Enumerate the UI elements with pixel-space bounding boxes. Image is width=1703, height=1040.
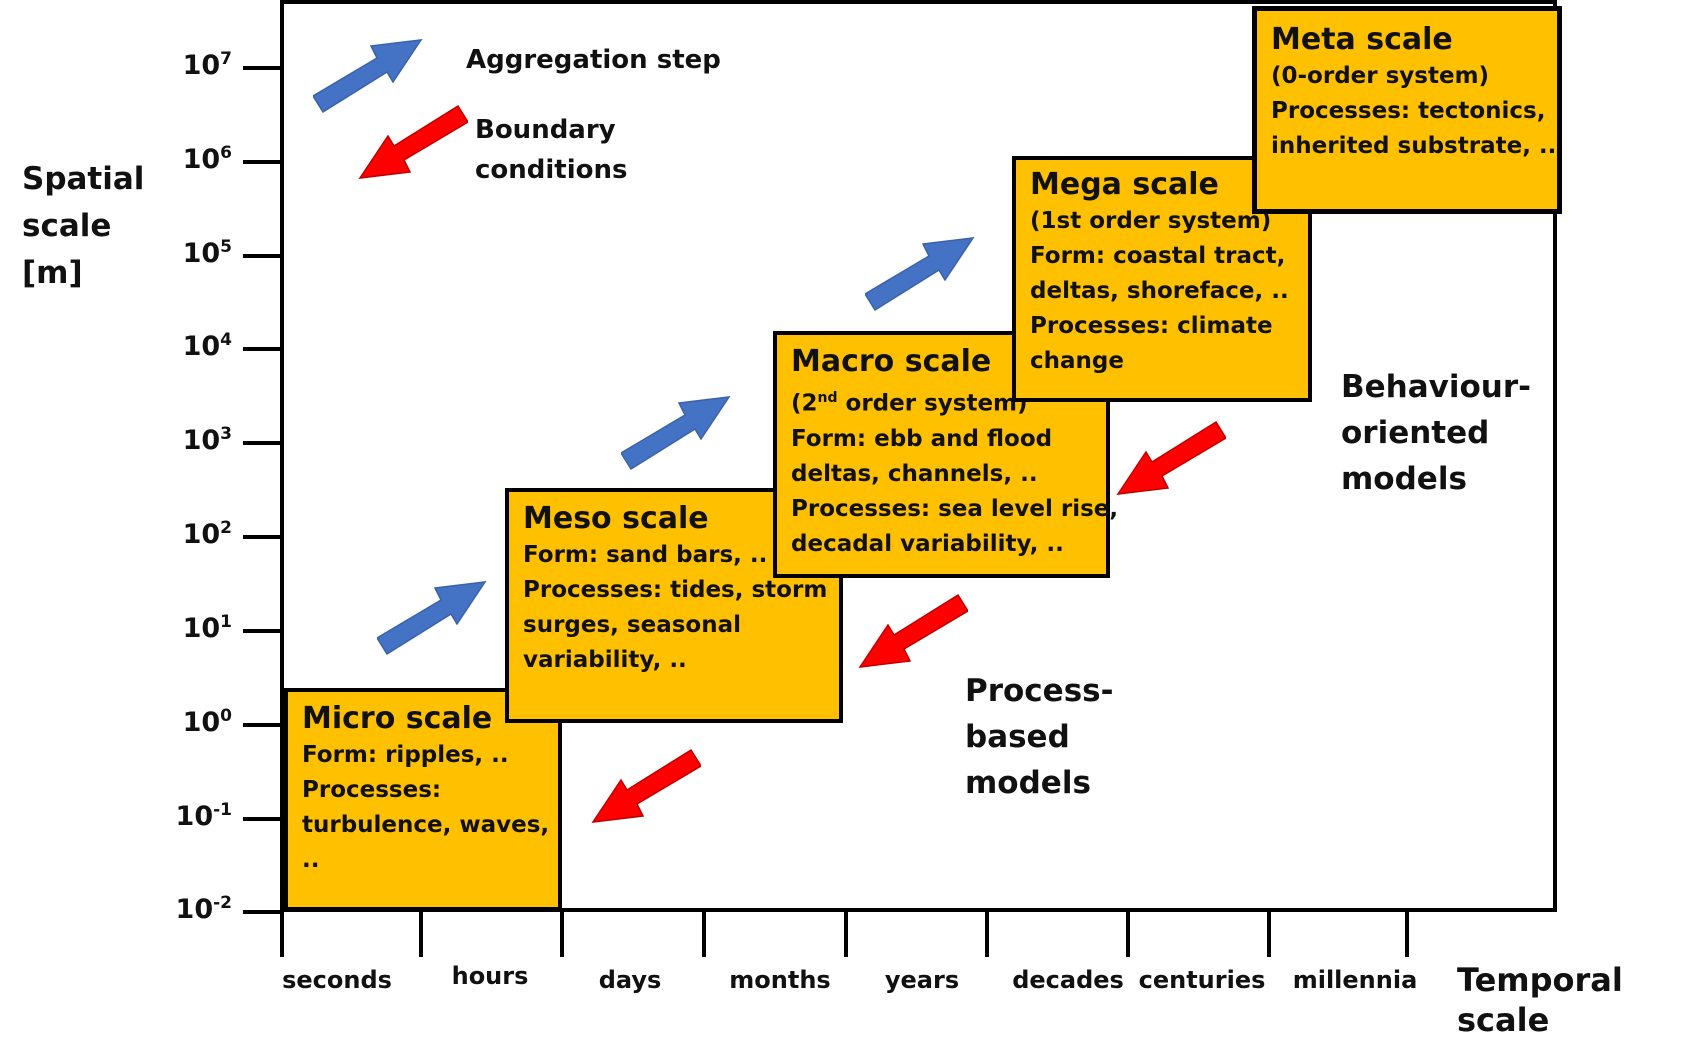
micro-scale-line: Processes: [302,777,442,803]
mega-scale-line: Form: coastal tract, [1030,243,1286,269]
x-tick-label: centuries [1138,966,1266,994]
x-tick-mark [560,912,564,957]
y-axis-title: Spatial scale [m] [22,156,144,297]
micro-scale-box: Micro scale Form: ripples, .. Processes:… [284,688,562,911]
y-tick-label: 102 [182,518,232,550]
y-tick-label: 103 [182,424,232,456]
aggregation-arrow-icon [621,396,731,471]
meta-scale-line: Processes: tectonics, [1271,98,1546,124]
y-axis-title-line: [m] [22,255,83,291]
process-based-models-label: Process- based models [965,668,1113,806]
meta-scale-box: Meta scale (0-order system) Processes: t… [1252,6,1562,214]
meso-scale-line: Processes: tides, storm [523,577,828,603]
x-tick-mark [844,912,848,957]
meso-scale-line: variability, .. [523,647,687,673]
x-tick-mark [985,912,989,957]
y-tick-mark [243,817,281,821]
x-tick-label: decades [1012,966,1124,994]
y-tick-mark [243,441,281,445]
x-tick-label: months [729,966,831,994]
y-tick-mark [243,347,281,351]
meta-scale-line: inherited substrate, .. [1271,133,1557,159]
aggregation-arrow-icon [865,237,975,312]
y-tick-mark [243,66,281,70]
x-tick-mark [280,912,284,957]
y-tick-label: 106 [182,143,232,175]
legend-boundary-label: Boundary conditions [475,110,628,190]
x-axis-title: Temporal scale [1457,961,1623,1039]
y-axis-title-line: Spatial [22,161,145,197]
boundary-arrow-icon [591,748,701,823]
x-tick-mark [419,912,423,957]
x-tick-label: seconds [282,966,392,994]
boundary-arrow-icon [358,104,468,179]
macro-scale-line: Form: ebb and flood [791,425,1053,452]
y-tick-mark [243,160,281,164]
macro-scale-line: deltas, channels, .. [791,460,1038,487]
aggregation-arrow-icon [377,581,487,656]
boundary-arrow-icon [858,593,968,668]
x-tick-label: days [598,966,662,994]
y-axis-title-line: scale [22,208,112,244]
meso-scale-line: surges, seasonal [523,612,741,638]
process-models-line: based [965,719,1070,755]
x-tick-mark [1126,912,1130,957]
process-models-line: models [965,765,1091,801]
y-tick-mark [243,254,281,258]
macro-scale-line: Processes: sea level rise, [791,495,1119,522]
meso-scale-box: Meso scale Form: sand bars, .. Processes… [505,488,843,723]
mega-scale-title: Mega scale [1030,167,1219,202]
y-tick-label: 105 [182,237,232,269]
mega-scale-line: Processes: climate [1030,313,1273,339]
meso-scale-title: Meso scale [523,501,709,536]
meta-scale-line: (0-order system) [1271,63,1490,89]
y-tick-label: 10-2 [175,893,232,925]
x-tick-label: millennia [1292,966,1418,994]
process-models-line: Process- [965,673,1114,709]
micro-scale-line: Form: ripples, .. [302,742,509,768]
x-tick-label: hours [451,962,529,990]
behaviour-models-line: oriented [1341,415,1490,451]
y-tick-mark [243,535,281,539]
x-tick-label: years [884,966,960,994]
y-tick-mark [243,629,281,633]
y-tick-label: 104 [182,330,232,362]
aggregation-arrow-icon [313,39,423,114]
mega-scale-line: change [1030,348,1124,374]
y-tick-label: 101 [182,612,232,644]
behaviour-oriented-models-label: Behaviour- oriented models [1341,364,1531,502]
mega-scale-line: (1st order system) [1030,208,1272,234]
x-tick-mark [1405,912,1409,957]
y-tick-mark [243,723,281,727]
y-tick-label: 107 [182,49,232,81]
x-tick-mark [1267,912,1271,957]
boundary-arrow-icon [1116,420,1226,495]
mega-scale-line: deltas, shoreface, .. [1030,278,1289,304]
y-tick-label: 10-1 [175,800,232,832]
y-tick-label: 100 [182,706,232,738]
legend-boundary-line: Boundary [475,115,616,145]
macro-scale-line: decadal variability, .. [791,530,1064,557]
behaviour-models-line: Behaviour- [1341,369,1531,405]
behaviour-models-line: models [1341,461,1467,497]
micro-scale-line: turbulence, waves, [302,812,550,838]
x-tick-mark [702,912,706,957]
meta-scale-title: Meta scale [1271,22,1453,57]
macro-scale-title: Macro scale [791,344,992,379]
y-tick-mark [243,910,281,914]
macro-scale-order: (2nd order system) [791,390,1028,417]
micro-scale-line: .. [302,847,320,873]
legend-aggregation-label: Aggregation step [466,45,721,75]
micro-scale-title: Micro scale [302,701,493,736]
meso-scale-line: Form: sand bars, .. [523,542,768,568]
plot-frame [280,0,1557,912]
legend-boundary-line: conditions [475,155,628,185]
